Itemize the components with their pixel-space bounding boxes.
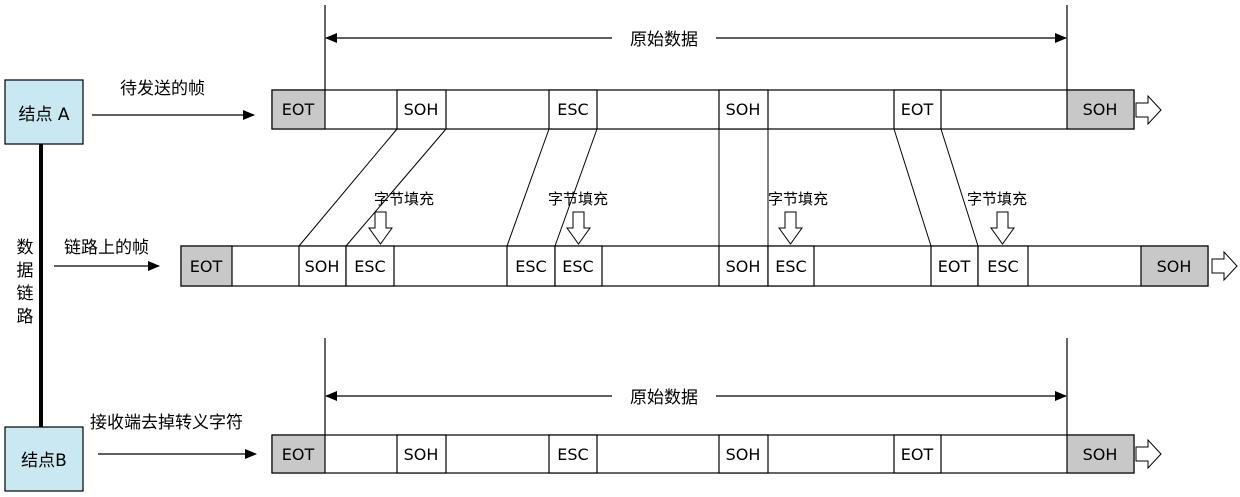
top-data-eot-text: EOT (901, 100, 934, 119)
node-a-label: 结点 A (18, 105, 69, 125)
bottom-data-eot-text: EOT (901, 445, 934, 464)
middle-direction-arrow (1211, 250, 1238, 282)
byte-stuffing-1: 字节填充 (368, 190, 434, 245)
byte-stuffing-label-4: 字节填充 (967, 190, 1027, 208)
bottom-data-esc (548, 434, 598, 474)
top-end-flag (1066, 89, 1135, 130)
middle-start-flag-text: EOT (190, 257, 223, 276)
byte-stuffing-4: 字节填充 (967, 190, 1027, 245)
top-data-esc (548, 89, 598, 130)
top-data-soh-2 (718, 89, 769, 130)
data-link-char-4: 路 (17, 307, 34, 327)
middle-data-1 (298, 245, 347, 287)
middle-data-8-text: ESC (987, 257, 1018, 276)
top-direction-arrow (1135, 94, 1162, 126)
down-arrow-icon (566, 211, 591, 245)
original-data-bottom-label: 原始数据 (630, 388, 698, 408)
node-a-box (4, 79, 84, 145)
original-data-top-label: 原始数据 (630, 30, 698, 50)
middle-frame: EOT SOH ESC ESC ESC SOH ESC EOT ESC SOH (180, 245, 1238, 287)
bottom-end-flag-text: SOH (1083, 445, 1118, 464)
node-b-label: 结点B (21, 451, 67, 471)
down-arrow-icon (368, 211, 393, 245)
byte-stuffing-2: 字节填充 (548, 190, 608, 245)
bottom-data-soh-text: SOH (404, 445, 439, 464)
middle-data-6-text: ESC (775, 257, 806, 276)
byte-stuffing-3: 字节填充 (768, 190, 828, 245)
top-data-esc-text: ESC (557, 100, 588, 119)
middle-data-3-text: ESC (515, 257, 546, 276)
bottom-frame: EOT SOH ESC SOH EOT SOH (271, 434, 1162, 474)
data-link-char-3: 链 (17, 284, 34, 304)
down-arrow-icon (990, 211, 1015, 245)
middle-data-6 (767, 245, 815, 287)
middle-data-4-text: ESC (562, 257, 593, 276)
middle-data-1-text: SOH (305, 257, 340, 276)
byte-stuffing-label-2: 字节填充 (548, 190, 608, 208)
bottom-data-eot (893, 434, 942, 474)
byte-stuffing-label-3: 字节填充 (768, 190, 828, 208)
middle-end-flag-text: SOH (1157, 257, 1192, 276)
bottom-end-flag (1066, 434, 1135, 474)
middle-end-flag (1140, 245, 1209, 287)
down-arrow-icon (778, 211, 803, 245)
bottom-start-flag (271, 434, 326, 474)
top-start-flag-text: EOT (282, 100, 315, 119)
bottom-data-esc-text: ESC (557, 445, 588, 464)
bottom-data-soh-2 (718, 434, 769, 474)
bottom-data-soh (396, 434, 447, 474)
middle-data-7-text: EOT (938, 257, 971, 276)
middle-data-3 (506, 245, 556, 287)
bottom-data-soh-2-text: SOH (726, 445, 761, 464)
frame-to-send-label: 待发送的帧 (120, 79, 205, 99)
middle-data-4 (554, 245, 603, 287)
mapping-lines (298, 128, 979, 247)
top-frame: EOT SOH ESC SOH EOT SOH (271, 89, 1162, 130)
byte-stuffing-label-1: 字节填充 (374, 190, 434, 208)
middle-start-flag (180, 245, 233, 287)
middle-data-8 (977, 245, 1029, 287)
frame-on-link-label: 链路上的帧 (64, 238, 149, 258)
top-end-flag-text: SOH (1083, 100, 1118, 119)
top-data-eot (893, 89, 942, 130)
middle-data-5 (718, 245, 769, 287)
data-link-char-1: 数 (17, 238, 34, 258)
top-data-soh-2-text: SOH (726, 100, 761, 119)
middle-data-2 (345, 245, 395, 287)
top-data-soh (396, 89, 447, 130)
bottom-direction-arrow (1135, 438, 1162, 470)
middle-data-2-text: ESC (354, 257, 385, 276)
receiver-label: 接收端去掉转义字符 (90, 413, 243, 433)
top-data-soh-text: SOH (404, 100, 439, 119)
data-link-char-2: 据 (17, 261, 34, 281)
middle-data-7 (930, 245, 979, 287)
node-b-box (4, 426, 84, 492)
middle-data-5-text: SOH (726, 257, 761, 276)
bottom-start-flag-text: EOT (282, 445, 315, 464)
